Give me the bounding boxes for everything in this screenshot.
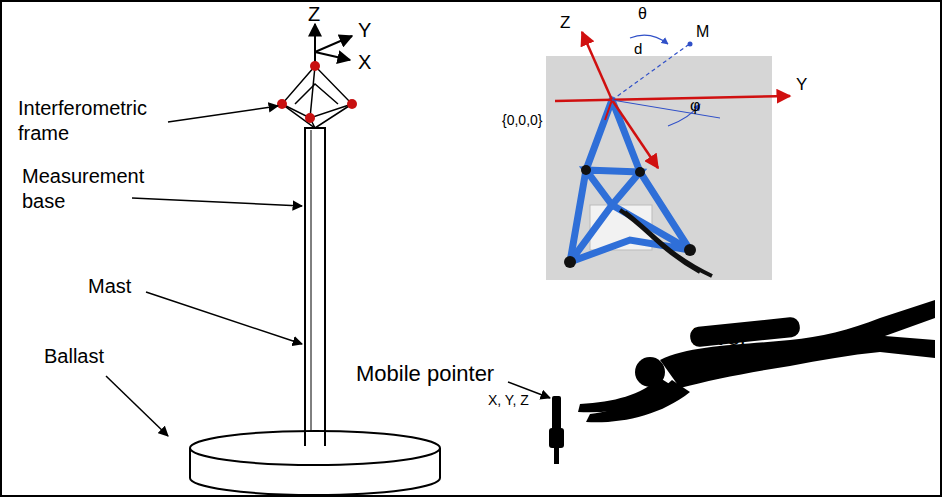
mast-line <box>311 130 312 436</box>
axis-label: X <box>358 50 371 75</box>
photo-axes <box>555 32 790 168</box>
axis-label: Y <box>358 18 371 43</box>
axes <box>315 24 352 62</box>
axis-label: Z <box>560 12 570 33</box>
part-name: Mobile pointer <box>356 360 494 388</box>
mast <box>305 128 325 438</box>
part-name: Ballast <box>44 344 104 369</box>
part-name: Mast <box>88 274 131 299</box>
interferometric-frame <box>282 66 352 128</box>
angle-label: θ <box>638 4 647 24</box>
frame-dots <box>277 61 357 123</box>
diver-silhouette <box>578 300 935 422</box>
ballast <box>190 431 440 495</box>
distance-label: d <box>634 40 642 59</box>
coordinate-label: X, Y, Z <box>488 392 529 410</box>
part-name: Interferometric frame <box>18 96 168 146</box>
axis-label: Z <box>308 2 320 27</box>
axis-label: Y <box>796 74 807 95</box>
origin-label: {0,0,0} <box>502 112 543 130</box>
leader-arrows <box>106 106 550 436</box>
angle-label: φ <box>690 96 700 116</box>
photo <box>546 56 772 280</box>
point-label: M <box>696 22 709 42</box>
part-name: Measurement base <box>22 164 157 214</box>
part-name: Diver <box>692 322 748 352</box>
mobile-pointer <box>549 396 564 464</box>
